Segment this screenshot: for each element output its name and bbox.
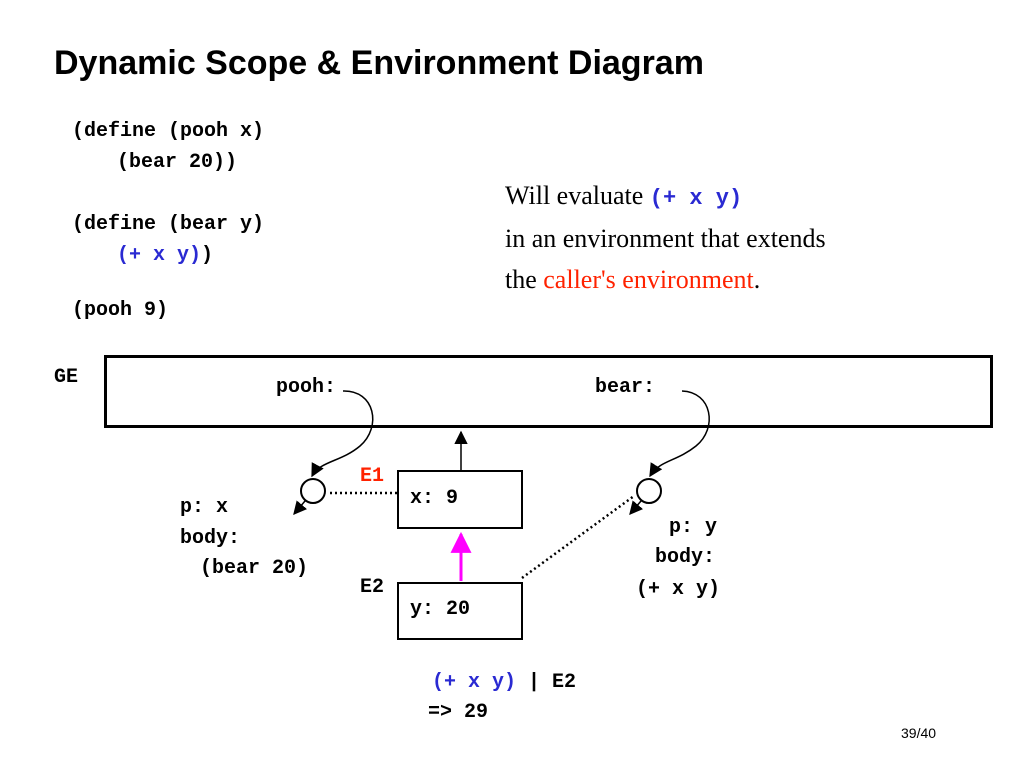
bear-procedure-params: p: y: [669, 516, 718, 539]
code-line-define-pooh: (define (pooh x): [72, 120, 265, 143]
pooh-binding-arrow: [311, 390, 374, 478]
pooh-procedure-params: p: x: [180, 496, 229, 519]
code-bear-body-expr: (+ x y): [117, 244, 202, 267]
evaluation-env: | E2: [516, 671, 577, 694]
frame-e2-label: E2: [360, 576, 385, 599]
pooh-procedure-circle: [300, 478, 326, 504]
bear-procedure-body-label: body:: [655, 546, 716, 569]
ge-label: GE: [54, 366, 79, 389]
pooh-procedure-pointer: [293, 500, 308, 516]
global-environment-frame: [104, 355, 993, 428]
code-line-pooh-body: (bear 20)): [117, 151, 238, 174]
code-line-bear-body: (+ x y)): [117, 244, 213, 267]
explanation-line-1: Will evaluate (+ x y): [505, 181, 742, 211]
ge-binding-bear: bear:: [595, 376, 656, 399]
pooh-procedure-body-label: body:: [180, 527, 241, 550]
explanation-prefix: the: [505, 265, 544, 294]
evaluation-line: (+ x y) | E2: [432, 671, 576, 694]
e2-procedure-link: [521, 494, 635, 580]
evaluation-expr: (+ x y): [432, 671, 517, 694]
explanation-line-3: the caller's environment.: [505, 265, 760, 295]
frame-e1-binding: x: 9: [410, 487, 459, 510]
code-bear-body-close: ): [201, 244, 214, 267]
bear-binding-arrow: [649, 390, 710, 478]
explanation-code: (+ x y): [649, 186, 743, 211]
frame-e2: [397, 582, 523, 640]
bear-procedure-circle: [636, 478, 662, 504]
bear-procedure-body: (+ x y): [636, 578, 721, 601]
code-line-call-pooh: (pooh 9): [72, 299, 169, 322]
code-line-define-bear: (define (bear y): [72, 213, 265, 236]
bear-procedure-pointer: [629, 500, 644, 516]
explanation-suffix: .: [753, 265, 761, 294]
explanation-line-2: in an environment that extends: [505, 224, 826, 253]
evaluation-result: => 29: [428, 701, 489, 724]
frame-e1-label: E1: [360, 465, 385, 488]
pooh-procedure-body: (bear 20): [200, 557, 309, 580]
frame-e2-binding: y: 20: [410, 598, 471, 621]
page-number: 39/40: [901, 725, 937, 741]
frame-e1: [397, 470, 523, 529]
ge-binding-pooh: pooh:: [276, 376, 337, 399]
explanation-highlight: caller's environment: [543, 265, 754, 294]
slide-title: Dynamic Scope & Environment Diagram: [54, 44, 704, 82]
explanation-text: Will evaluate: [505, 181, 650, 210]
